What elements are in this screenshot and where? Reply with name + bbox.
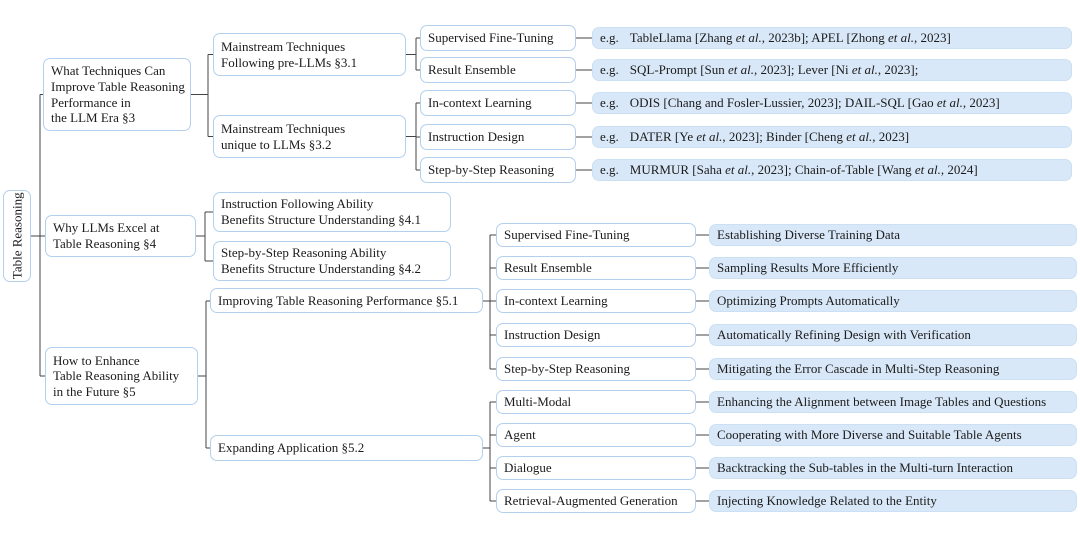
examples-leaf-result-ensemble: e.g. SQL-Prompt [Sun et al., 2023]; Leve… [592, 59, 1072, 81]
direction-label: Injecting Knowledge Related to the Entit… [717, 493, 937, 509]
technique-label: Instruction Design [428, 129, 525, 145]
root-node-table-reasoning: Table Reasoning [3, 190, 31, 282]
section-node-why-llms-s4: Why LLMs Excel at Table Reasoning §4 [45, 215, 196, 257]
future-node-result-ensemble: Result Ensemble [496, 256, 696, 280]
technique-label: In-context Learning [428, 95, 532, 111]
topic-label: Agent [504, 427, 536, 443]
example-citations: ODIS [Chang and Fosler-Lussier, 2023]; D… [629, 95, 1000, 111]
example-citations: MURMUR [Saha et al., 2023]; Chain-of-Tab… [629, 162, 978, 178]
future-node-instruction-design: Instruction Design [496, 323, 696, 347]
direction-leaf-instruction-design: Automatically Refining Design with Verif… [709, 324, 1077, 346]
subsection-node-s5-1: Improving Table Reasoning Performance §5… [210, 288, 483, 313]
topic-label: In-context Learning [504, 293, 608, 309]
subsection-label: Instruction Following Ability Benefits S… [221, 196, 422, 227]
subsection-node-s4-1: Instruction Following Ability Benefits S… [213, 192, 451, 232]
technique-label: Supervised Fine-Tuning [428, 30, 554, 46]
direction-leaf-multi-modal: Enhancing the Alignment between Image Ta… [709, 391, 1077, 413]
future-node-retrieval-augmented-generation: Retrieval-Augmented Generation [496, 489, 696, 513]
topic-label: Supervised Fine-Tuning [504, 227, 630, 243]
direction-label: Backtracking the Sub-tables in the Multi… [717, 460, 1014, 476]
example-prefix: e.g. [600, 95, 619, 111]
example-prefix: e.g. [600, 162, 619, 178]
subsection-label: Step-by-Step Reasoning Ability Benefits … [221, 245, 422, 276]
subsection-node-s3-2: Mainstream Techniques unique to LLMs §3.… [213, 115, 406, 158]
direction-leaf-step-by-step-reasoning: Mitigating the Error Cascade in Multi-St… [709, 358, 1077, 380]
direction-leaf-in-context-learning: Optimizing Prompts Automatically [709, 290, 1077, 312]
technique-node-in-context-learning: In-context Learning [420, 90, 576, 116]
future-node-agent: Agent [496, 423, 696, 447]
section-label: How to Enhance Table Reasoning Ability i… [53, 352, 180, 399]
direction-label: Enhancing the Alignment between Image Ta… [717, 394, 1047, 410]
topic-label: Result Ensemble [504, 260, 592, 276]
subsection-label: Mainstream Techniques Following pre-LLMs… [221, 38, 358, 70]
direction-leaf-agent: Cooperating with More Diverse and Suitab… [709, 424, 1077, 446]
direction-label: Automatically Refining Design with Verif… [717, 327, 971, 343]
direction-leaf-result-ensemble: Sampling Results More Efficiently [709, 257, 1077, 279]
example-citations: DATER [Ye et al., 2023]; Binder [Cheng e… [629, 129, 910, 145]
example-prefix: e.g. [600, 129, 619, 145]
direction-leaf-retrieval-augmented-generation: Injecting Knowledge Related to the Entit… [709, 490, 1077, 512]
subsection-label: Mainstream Techniques unique to LLMs §3.… [221, 120, 346, 152]
subsection-node-s5-2: Expanding Application §5.2 [210, 435, 483, 461]
section-node-future-s5: How to Enhance Table Reasoning Ability i… [45, 347, 198, 405]
direction-leaf-dialogue: Backtracking the Sub-tables in the Multi… [709, 457, 1077, 479]
direction-leaf-supervised-fine-tuning: Establishing Diverse Training Data [709, 224, 1077, 246]
topic-label: Instruction Design [504, 327, 601, 343]
direction-label: Optimizing Prompts Automatically [717, 293, 900, 309]
technique-label: Step-by-Step Reasoning [428, 162, 555, 178]
section-label: What Techniques Can Improve Table Reason… [51, 63, 185, 126]
topic-label: Multi-Modal [504, 394, 572, 410]
future-node-step-by-step-reasoning: Step-by-Step Reasoning [496, 357, 696, 381]
technique-node-result-ensemble: Result Ensemble [420, 57, 576, 83]
technique-node-step-by-step-reasoning: Step-by-Step Reasoning [420, 157, 576, 183]
root-label: Table Reasoning [9, 192, 25, 280]
examples-leaf-instruction-design: e.g. DATER [Ye et al., 2023]; Binder [Ch… [592, 126, 1072, 148]
future-node-multi-modal: Multi-Modal [496, 390, 696, 414]
example-citations: TableLlama [Zhang et al., 2023b]; APEL [… [629, 30, 951, 46]
topic-label: Step-by-Step Reasoning [504, 361, 631, 377]
example-prefix: e.g. [600, 30, 619, 46]
topic-label: Dialogue [504, 460, 552, 476]
subsection-label: Expanding Application §5.2 [218, 440, 365, 456]
topic-label: Retrieval-Augmented Generation [504, 493, 678, 509]
subsection-node-s3-1: Mainstream Techniques Following pre-LLMs… [213, 33, 406, 76]
future-node-supervised-fine-tuning: Supervised Fine-Tuning [496, 223, 696, 247]
direction-label: Sampling Results More Efficiently [717, 260, 899, 276]
examples-leaf-supervised-fine-tuning: e.g. TableLlama [Zhang et al., 2023b]; A… [592, 27, 1072, 49]
examples-leaf-in-context-learning: e.g. ODIS [Chang and Fosler-Lussier, 202… [592, 92, 1072, 114]
examples-leaf-step-by-step-reasoning: e.g. MURMUR [Saha et al., 2023]; Chain-o… [592, 159, 1072, 181]
direction-label: Establishing Diverse Training Data [717, 227, 901, 243]
technique-node-supervised-fine-tuning: Supervised Fine-Tuning [420, 25, 576, 51]
example-prefix: e.g. [600, 62, 619, 78]
future-node-dialogue: Dialogue [496, 456, 696, 480]
technique-node-instruction-design: Instruction Design [420, 124, 576, 150]
subsection-label: Improving Table Reasoning Performance §5… [218, 292, 459, 308]
subsection-node-s4-2: Step-by-Step Reasoning Ability Benefits … [213, 241, 451, 281]
future-node-in-context-learning: In-context Learning [496, 289, 696, 313]
technique-label: Result Ensemble [428, 62, 516, 78]
direction-label: Mitigating the Error Cascade in Multi-St… [717, 361, 1000, 377]
example-citations: SQL-Prompt [Sun et al., 2023]; Lever [Ni… [629, 62, 919, 78]
section-node-techniques-s3: What Techniques Can Improve Table Reason… [43, 58, 191, 131]
direction-label: Cooperating with More Diverse and Suitab… [717, 427, 1022, 443]
section-label: Why LLMs Excel at Table Reasoning §4 [53, 220, 160, 251]
